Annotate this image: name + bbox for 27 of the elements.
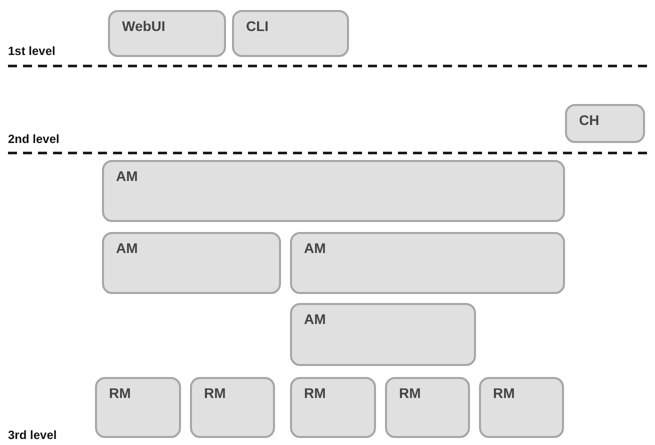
process-box — [102, 232, 281, 294]
box-label: CH — [579, 112, 600, 130]
process-box — [290, 377, 376, 438]
process-box — [95, 377, 181, 438]
box-label: RM — [399, 385, 422, 402]
process-box — [385, 377, 470, 438]
level-label: 1st level — [8, 43, 56, 60]
process-box — [102, 160, 565, 222]
box-label: CLI — [246, 18, 270, 36]
box-label: AM — [304, 311, 327, 328]
box-label: WebUI — [122, 18, 166, 36]
box-label: RM — [109, 385, 132, 402]
box-label: AM — [304, 240, 327, 258]
box-label: AM — [116, 168, 139, 186]
box-label: RM — [204, 385, 227, 402]
level-label: 2nd level — [8, 131, 60, 148]
process-box — [108, 10, 226, 57]
process-box — [479, 377, 564, 438]
process-box — [190, 377, 275, 438]
level-label: 3rd level — [8, 427, 57, 444]
box-label: AM — [116, 240, 139, 258]
box-label: RM — [493, 385, 516, 402]
process-box — [290, 232, 565, 294]
process-box — [232, 10, 349, 57]
process-box — [290, 303, 476, 366]
process-box — [565, 104, 645, 143]
box-label: RM — [304, 385, 327, 402]
